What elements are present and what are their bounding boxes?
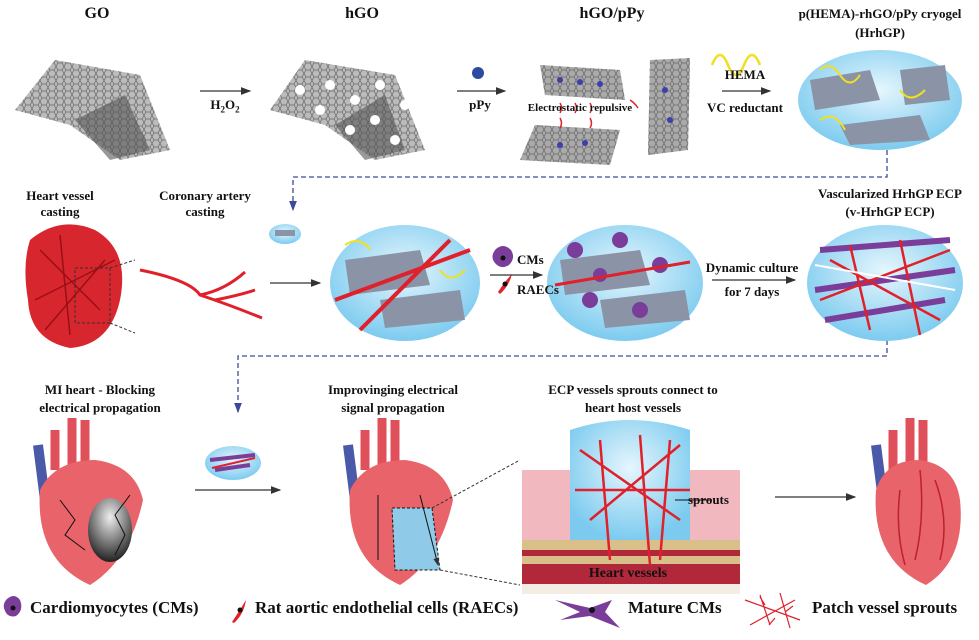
ecp-vessel-inset [522,420,740,594]
label-vascularized-1: Vascularized HrhGP ECP [818,186,962,201]
hrhgp-cryogel [798,50,962,150]
legend-mature-cm-icon [555,600,620,628]
hema-chain-icon [710,53,762,77]
label-ecp-1: ECP vessels sprouts connect to [548,382,718,397]
label-improving-2: signal propagation [341,400,445,415]
label-dynamic-1: Dynamic culture [705,260,799,275]
label-heart-vessel-2: casting [40,204,80,219]
h2o2-sub2: 2 [235,104,240,115]
mi-heart [33,418,144,585]
h2o2-o: O [225,97,236,112]
legend-cardiomyocyte-icon [3,596,22,617]
hgo-sheet [270,60,425,160]
label-improving-1: Improvinging electrical [327,382,459,397]
label-electrostatic: Electrostatic repulsive [527,102,633,114]
label-coronary-2: casting [185,204,225,219]
legend-raec-icon [232,600,246,623]
label-mi-2: electrical propagation [39,400,161,415]
label-ecp-2: heart host vessels [584,400,682,415]
label-mi-1: MI heart - Blocking [44,382,156,397]
raecs-icon [498,274,512,294]
small-ecp-patch [205,446,261,480]
label-cryogel-line2: (HrhGP) [855,25,905,40]
dashed-connector-2 [234,340,888,414]
legend-patch-sprouts-icon [744,592,801,629]
label-vascularized-2: (v-HrhGP ECP) [845,204,935,219]
label-heart-vessels: Heart vessels [588,566,668,581]
label-coronary-1: Coronary artery [159,188,251,203]
label-h2o2: H2O2 [210,97,239,118]
label-hgo-ppy: hGO/pPy [579,5,645,22]
heart-vessel-casting [25,224,136,348]
repaired-heart [343,418,521,586]
label-hgo: hGO [345,5,379,22]
label-cryogel-line1: p(HEMA)-rhGO/pPy cryogel [798,6,962,21]
v-hrhgp-ecp [807,225,963,341]
label-ppy: pPy [469,97,491,112]
legend-raecs: Rat aortic endothelial cells (RAECs) [255,598,519,617]
label-raecs: RAECs [517,282,559,297]
healthy-heart [871,418,961,585]
dashed-connector-1 [289,150,888,212]
label-cms: CMs [517,252,544,267]
cryogel-with-vessels [330,225,480,341]
label-heart-vessel-1: Heart vessel [26,188,94,203]
label-sprouts: sprouts [688,492,729,507]
small-cryogel-disk [269,224,301,244]
coronary-artery-casting [139,268,263,320]
cryogel-with-cells [547,225,703,341]
label-go: GO [84,5,110,22]
label-dynamic-2: for 7 days [724,284,780,299]
h2o2-h: H [210,97,221,112]
legend-mature-cms: Mature CMs [628,598,722,617]
h2o2-sub1: 2 [220,104,226,115]
legend-cardiomyocytes: Cardiomyocytes (CMs) [30,598,199,617]
ppy-icon [472,67,484,79]
label-vc-reductant: VC reductant [707,100,783,115]
legend-patch-sprouts: Patch vessel sprouts [812,598,958,617]
go-sheet [15,60,170,160]
hgo-ppy-sheets [520,58,690,165]
cms-icon [492,246,514,268]
label-hema: HEMA [724,67,766,82]
